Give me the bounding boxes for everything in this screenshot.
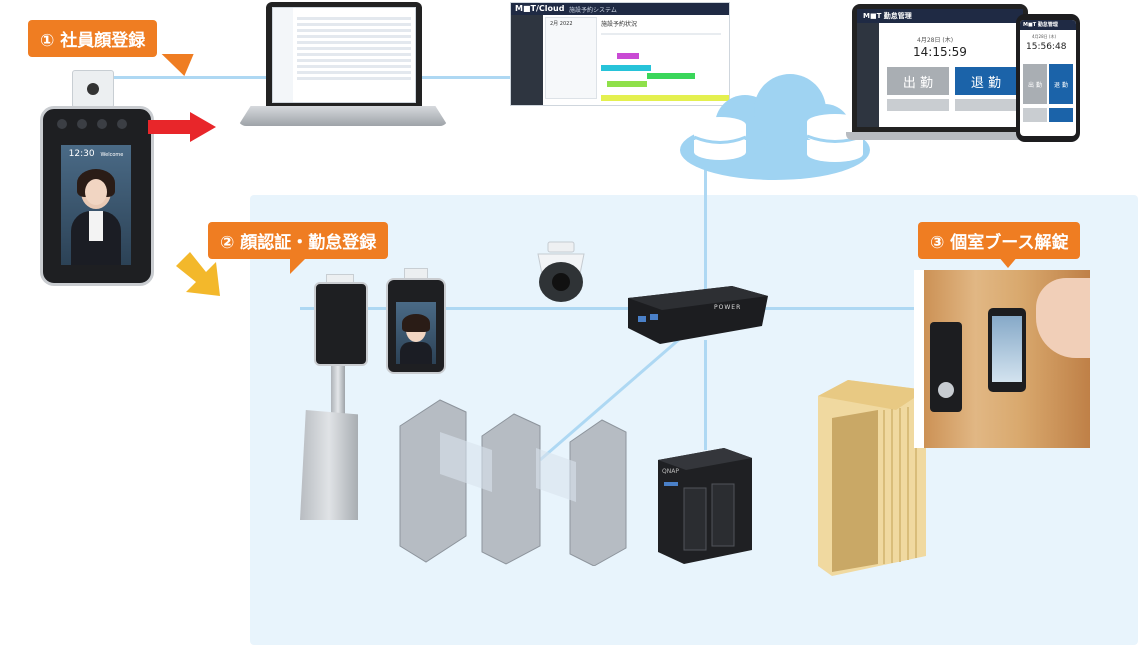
- phone-clock-in-label: 出 勤: [1028, 81, 1042, 89]
- face-tablet-2: [386, 268, 446, 374]
- tablet-sub: Welcome: [100, 152, 124, 158]
- cloud-icon: [680, 74, 870, 180]
- clock-in-label: 出 勤: [902, 75, 934, 91]
- private-booth: [808, 380, 928, 576]
- gateway-label: POWER: [714, 304, 742, 311]
- dashboard-sidebar: [511, 15, 543, 105]
- phone-clock-out-label: 退 勤: [1054, 81, 1068, 89]
- smart-lock: [930, 322, 962, 412]
- laptop-screen: [272, 7, 416, 103]
- face-recognition-tablet: 12:30 Welcome: [40, 106, 154, 286]
- nas-storage: QNAP: [654, 448, 754, 564]
- camera-module: [72, 70, 114, 108]
- dashboard-brand: M■T/Cloud: [515, 4, 565, 13]
- callout-text: ③ 個室ブース解錠: [930, 233, 1069, 253]
- nas-label: QNAP: [662, 468, 679, 475]
- calendar-month: 2月 2022: [550, 21, 573, 27]
- dashboard-list-title: 施設予約状況: [601, 21, 638, 28]
- line-gateway-nas: [704, 340, 707, 450]
- line-cloud-gateway: [704, 170, 707, 290]
- line-zone-network: [300, 307, 920, 310]
- attendance-laptop: M■T 勤怠管理 4月28日 (木) 14:15:59 出 勤 退 勤: [846, 4, 1034, 140]
- reservation-dashboard: M■T/Cloud 施設予約システム 2月 2022 施設予約状況: [510, 2, 730, 106]
- attendance-laptop-screen: M■T 勤怠管理 4月28日 (木) 14:15:59 出 勤 退 勤: [857, 9, 1023, 127]
- security-gates: [396, 396, 630, 567]
- clock-out-label: 退 勤: [970, 75, 1002, 91]
- callout-booth-unlock: ③ 個室ブース解錠: [918, 222, 1081, 268]
- phone-brand: M■T 勤怠管理: [1023, 22, 1058, 28]
- yellow-arrow-icon: [176, 252, 220, 296]
- door-unlock-photo: [914, 270, 1090, 448]
- attendance-laptop-date: 4月28日 (木): [917, 37, 954, 44]
- attendance-laptop-brand: M■T 勤怠管理: [863, 12, 912, 20]
- phone-date: 4月28日 (木): [1032, 34, 1057, 39]
- phone-screen: M■T 勤怠管理 4月28日 (木) 15:56:48 出 勤 退 勤: [1020, 20, 1076, 136]
- dashboard-calendar: 2月 2022: [545, 17, 597, 99]
- dashboard-subtitle: 施設予約システム: [569, 7, 617, 14]
- phone-time: 15:56:48: [1026, 42, 1067, 52]
- security-camera-icon: [537, 241, 585, 302]
- attendance-phone: M■T 勤怠管理 4月28日 (木) 15:56:48 出 勤 退 勤: [1016, 14, 1080, 142]
- edge-gateway: POWER: [622, 284, 768, 350]
- hand-image: [1036, 278, 1090, 358]
- tablet-screen: 12:30 Welcome: [61, 145, 131, 265]
- clock-out-button[interactable]: 退 勤: [955, 67, 1017, 95]
- attendance-laptop-time: 14:15:59: [913, 45, 967, 59]
- callout-employee-face-registration: ① 社員顔登録: [28, 20, 207, 76]
- callout-face-auth-attendance: ② 顔認証・勤怠登録: [208, 222, 389, 274]
- callout-text: ② 顔認証・勤怠登録: [220, 233, 377, 253]
- door-tablet: [988, 308, 1026, 392]
- phone-clock-out-button[interactable]: 退 勤: [1049, 64, 1073, 104]
- clock-in-button[interactable]: 出 勤: [887, 67, 949, 95]
- callout-text: ① 社員顔登録: [40, 31, 146, 51]
- tablet-time: 12:30: [68, 149, 95, 159]
- phone-clock-in-button[interactable]: 出 勤: [1023, 64, 1047, 104]
- admin-laptop: [238, 2, 448, 128]
- kiosk-stand: [300, 270, 370, 522]
- red-arrow-icon: [148, 112, 216, 142]
